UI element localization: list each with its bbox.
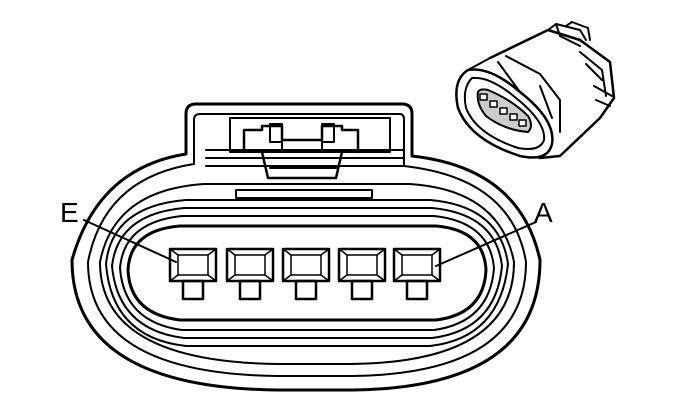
pin-label-e: E [60, 197, 79, 228]
terminal-row [168, 247, 442, 301]
pin-label-a: A [534, 197, 553, 228]
leader-line-e [83, 219, 177, 263]
seal-ridge-1 [105, 199, 509, 347]
terminal-c [281, 247, 331, 301]
seal-ridge-2 [111, 207, 503, 339]
lock-latch [205, 117, 405, 180]
terminal-a [392, 247, 442, 301]
connector-face-view [70, 102, 542, 392]
housing-inner-outline [87, 113, 527, 377]
terminal-d [225, 247, 275, 301]
connector-inset-view [455, 21, 616, 160]
terminal-e [168, 247, 218, 301]
housing-seal-outline [99, 183, 515, 365]
terminal-cavity [126, 224, 488, 322]
leader-line-a [435, 221, 537, 267]
terminal-b [337, 247, 387, 301]
seal-ridge-3 [119, 215, 495, 331]
housing-outer-outline [70, 102, 542, 392]
